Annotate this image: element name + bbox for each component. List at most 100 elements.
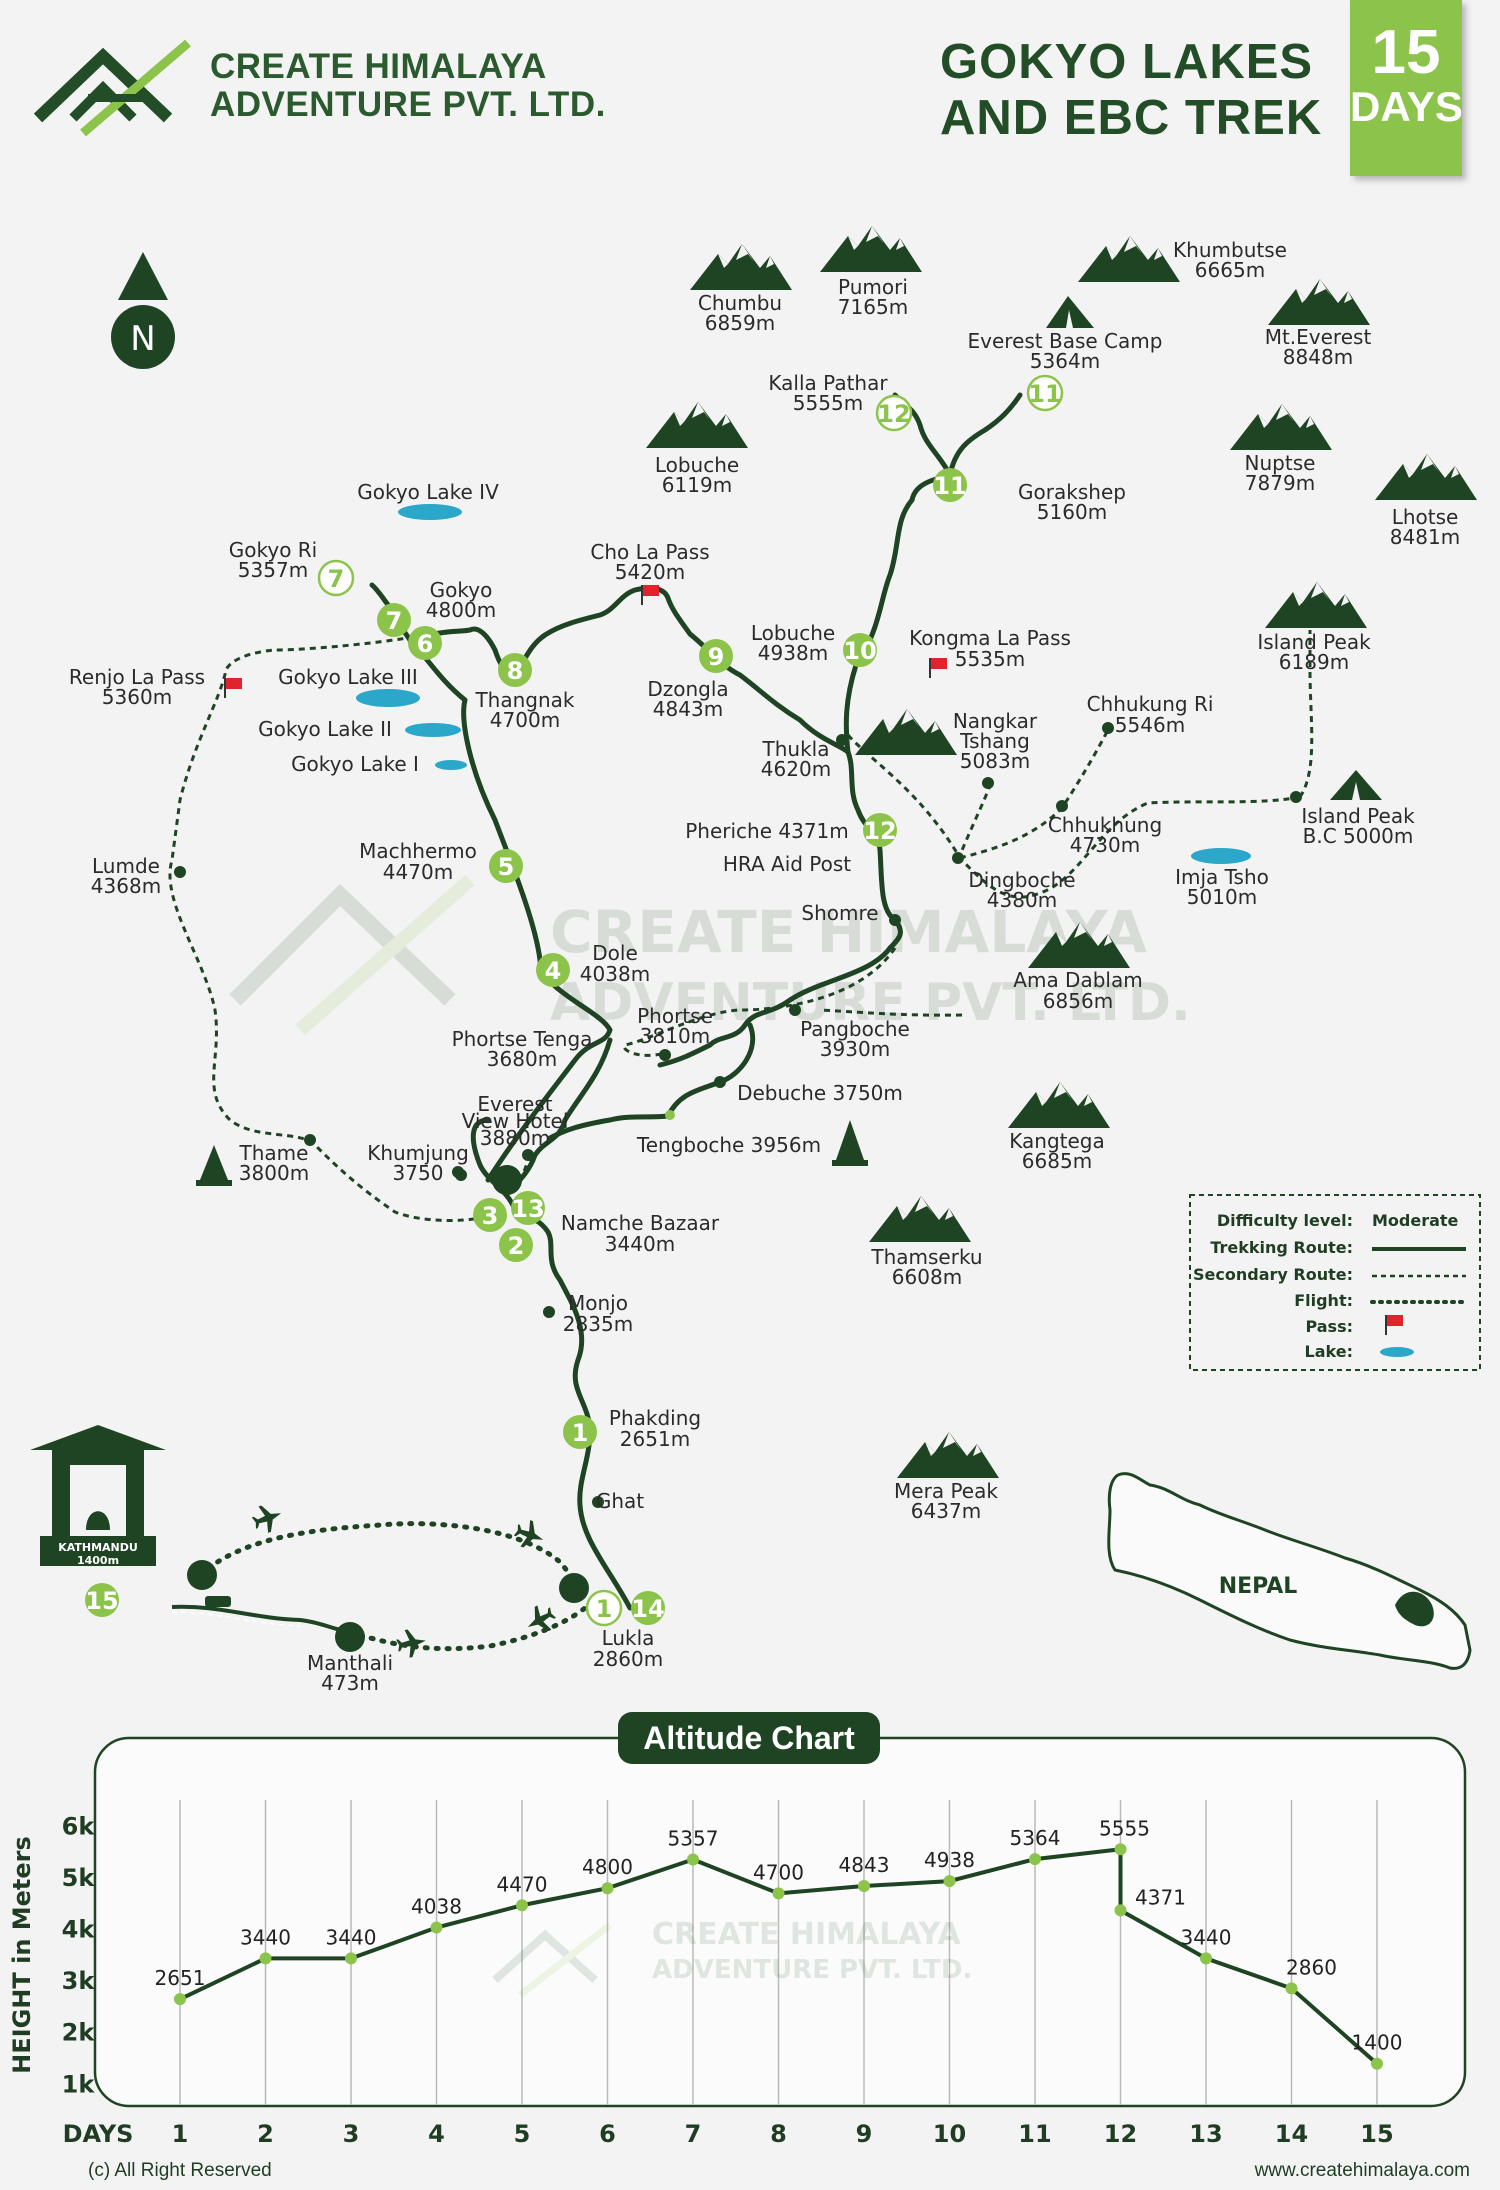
chart-point [1114,1904,1127,1917]
gokyo-ri-name: Gokyo Ri [229,538,318,562]
pumori-name: Pumori [838,275,908,299]
kongma-la-alt: 5535m [955,647,1025,671]
thamserku-name: Thamserku [870,1245,982,1269]
lobuche-alt: 4938m [758,641,828,665]
gokyo-lake-ii-name: Gokyo Lake II [258,717,392,741]
airport-icon [559,1573,589,1603]
chart-data-label: 2651 [155,1966,206,1990]
waypoint-dot [174,722,1302,1508]
khumbutse-alt: 6665m [1195,258,1265,282]
nepal-inset-map: NEPAL [1107,1472,1472,1670]
svg-text:14: 14 [631,1595,664,1623]
pumori-alt: 7165m [838,295,908,319]
thukla-name: Thukla [762,737,830,761]
monjo-alt: 2835m [563,1312,633,1336]
thame-name: Thame [239,1141,309,1165]
chhukung-ri-name: Chhukung Ri [1087,692,1214,716]
chart-point [174,1993,186,2006]
phakding-alt: 2651m [620,1427,690,1451]
chart-data-label: 1400 [1352,2031,1403,2055]
island-peak-bc-name: Island Peak [1301,804,1415,828]
ghat-name: Ghat [596,1489,644,1513]
chart-x-tick-label: 15 [1360,2120,1393,2148]
khumjung-name: Khumjung [367,1141,469,1165]
legend-item: Pass: [1305,1317,1353,1336]
debuche-name: Debuche 3750m [737,1081,903,1105]
ama-dablam-alt: 6856m [1043,989,1113,1013]
nangkar-name: Nangkar [953,709,1038,733]
company-name-line2: ADVENTURE PVT. LTD. [210,85,606,124]
svg-text:7: 7 [386,607,403,635]
pangboche-name: Pangboche [800,1017,910,1041]
legend-item: Secondary Route: [1193,1265,1353,1284]
dzongla-alt: 4843m [653,697,723,721]
chart-xlabel: DAYS [63,2120,134,2148]
trek-map: N CREATE HIMALAYA ADVENTURE PVT. LTD. [30,226,1481,1695]
svg-text:1: 1 [596,1595,613,1623]
svg-text:15: 15 [85,1587,118,1615]
legend-difficulty-value: Moderate [1372,1211,1459,1230]
gokyo-alt: 4800m [426,598,496,622]
chart-y-tick-label: 6k [62,1812,96,1840]
legend-difficulty-label: Difficulty level: [1217,1211,1353,1230]
phakding-name: Phakding [609,1406,701,1430]
svg-text:12: 12 [863,817,896,845]
legend-item: Flight: [1294,1291,1353,1310]
chart-data-label: 4038 [411,1895,462,1919]
ebc-name: Everest Base Camp [968,329,1163,353]
dole-name: Dole [592,941,638,965]
chart-point [516,1899,528,1912]
airplane-icon [249,1500,286,1537]
chart-x-tick-label: 10 [933,2120,966,2148]
chart-data-label: 5357 [668,1826,719,1850]
airport-icon [492,1165,522,1195]
thamserku-alt: 6608m [892,1265,962,1289]
chart-x-tick-label: 3 [343,2120,360,2148]
chart-y-tick-label: 4k [62,1916,96,1944]
nangkar-name2: Tshang [959,729,1030,753]
phortse-tenga-alt: 3680m [487,1047,557,1071]
airport-icon [187,1560,217,1590]
gokyo-ri-alt: 5357m [238,558,308,582]
imja-tsho-icon [1191,848,1251,864]
kalla-pathar-alt: 5555m [793,391,863,415]
chart-title: Altitude Chart [618,1712,880,1764]
everest-view-name: Everest [477,1092,552,1116]
road-route [171,1604,351,1634]
chart-point [1285,1982,1298,1995]
chart-x-tick-label: 8 [770,2120,787,2148]
chart-y-tick-label: 1k [62,2070,96,2098]
company-name: CREATE HIMALAYA ADVENTURE PVT. LTD. [210,48,606,124]
footer-url[interactable]: www.createhimalaya.com [1254,2160,1470,2181]
flight-routes [197,1521,588,1652]
svg-text:7: 7 [328,565,345,593]
pangboche-alt: 3930m [820,1037,890,1061]
thukla-alt: 4620m [761,757,831,781]
stop-marker: 1 2 3 4 5 6 7 7 8 9 10 11 11 12 12 13 14… [85,374,1064,1627]
chart-ylabel: HEIGHT in Meters [8,1836,36,2074]
island-peak-bc-alt: B.C 5000m [1303,824,1414,848]
airplane-icon [520,1600,560,1640]
airplane-icon [394,1626,429,1660]
chart-y-tick-label: 3k [62,1967,96,1995]
days-badge: 15 DAYS [1350,0,1463,176]
days-number: 15 [1371,18,1441,87]
svg-text:11: 11 [933,472,966,500]
chhukhung-alt: 4730m [1070,833,1140,857]
chart-point [259,1952,272,1965]
footer-copyright: (c) All Right Reserved [88,2160,272,2181]
chart-x-tick-label: 13 [1189,2120,1222,2148]
island-peak-name: Island Peak [1257,630,1371,654]
renjo-la-alt: 5360m [102,685,172,709]
north-compass-icon: N [111,252,175,369]
legend-item: Trekking Route: [1210,1238,1353,1257]
kongma-la-name: Kongma La Pass [909,626,1071,650]
chart-data-label: 4938 [924,1848,975,1872]
gokyo-lake-iii-icon [356,689,420,707]
phortse-name: Phortse [637,1004,713,1028]
gokyo-lake-i-name: Gokyo Lake I [291,752,419,776]
gokyo-lake-ii-icon [405,723,461,737]
watermark: CREATE HIMALAYA ADVENTURE PVT. LTD. [229,874,1191,1036]
chart-data-label: 4470 [497,1872,548,1896]
svg-text:8: 8 [507,657,524,685]
